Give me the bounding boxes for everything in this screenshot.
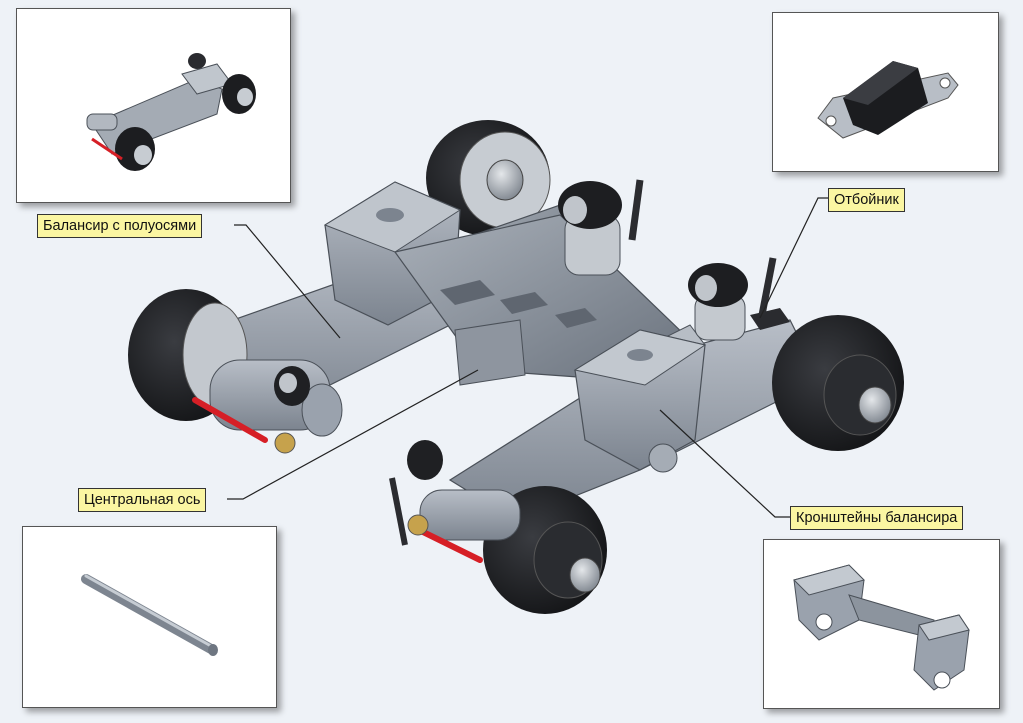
inset-central-axle (22, 526, 277, 708)
balancer-assembly-thumbnail (86, 53, 256, 171)
inset-balancer-assembly (16, 8, 291, 203)
inset-bump-stop (772, 12, 999, 172)
air-chamber-front-left (274, 366, 310, 406)
wheel-rear-right (772, 315, 904, 451)
balancer-brackets-thumbnail (793, 564, 970, 691)
bump-stop-part (750, 257, 790, 330)
inset-brackets (763, 539, 1000, 709)
bump-stop-thumbnail (817, 61, 959, 139)
label-balancer: Балансир с полуосями (37, 214, 203, 238)
label-central-axle: Центральная ось (78, 488, 207, 512)
brake-rod-front-left (192, 397, 296, 454)
air-spring-rear (558, 179, 644, 276)
balancer-bracket-right (573, 329, 707, 473)
wheel-rear-left (426, 120, 551, 236)
air-spring-right (688, 263, 748, 341)
central-axle-thumbnail (81, 574, 218, 656)
label-bump-stop: Отбойник (828, 188, 905, 212)
label-brackets: Кронштейны балансира (790, 506, 964, 530)
central-axle-frame (393, 214, 691, 386)
leader-lines (227, 197, 828, 518)
brake-rod-front-right (389, 440, 521, 563)
